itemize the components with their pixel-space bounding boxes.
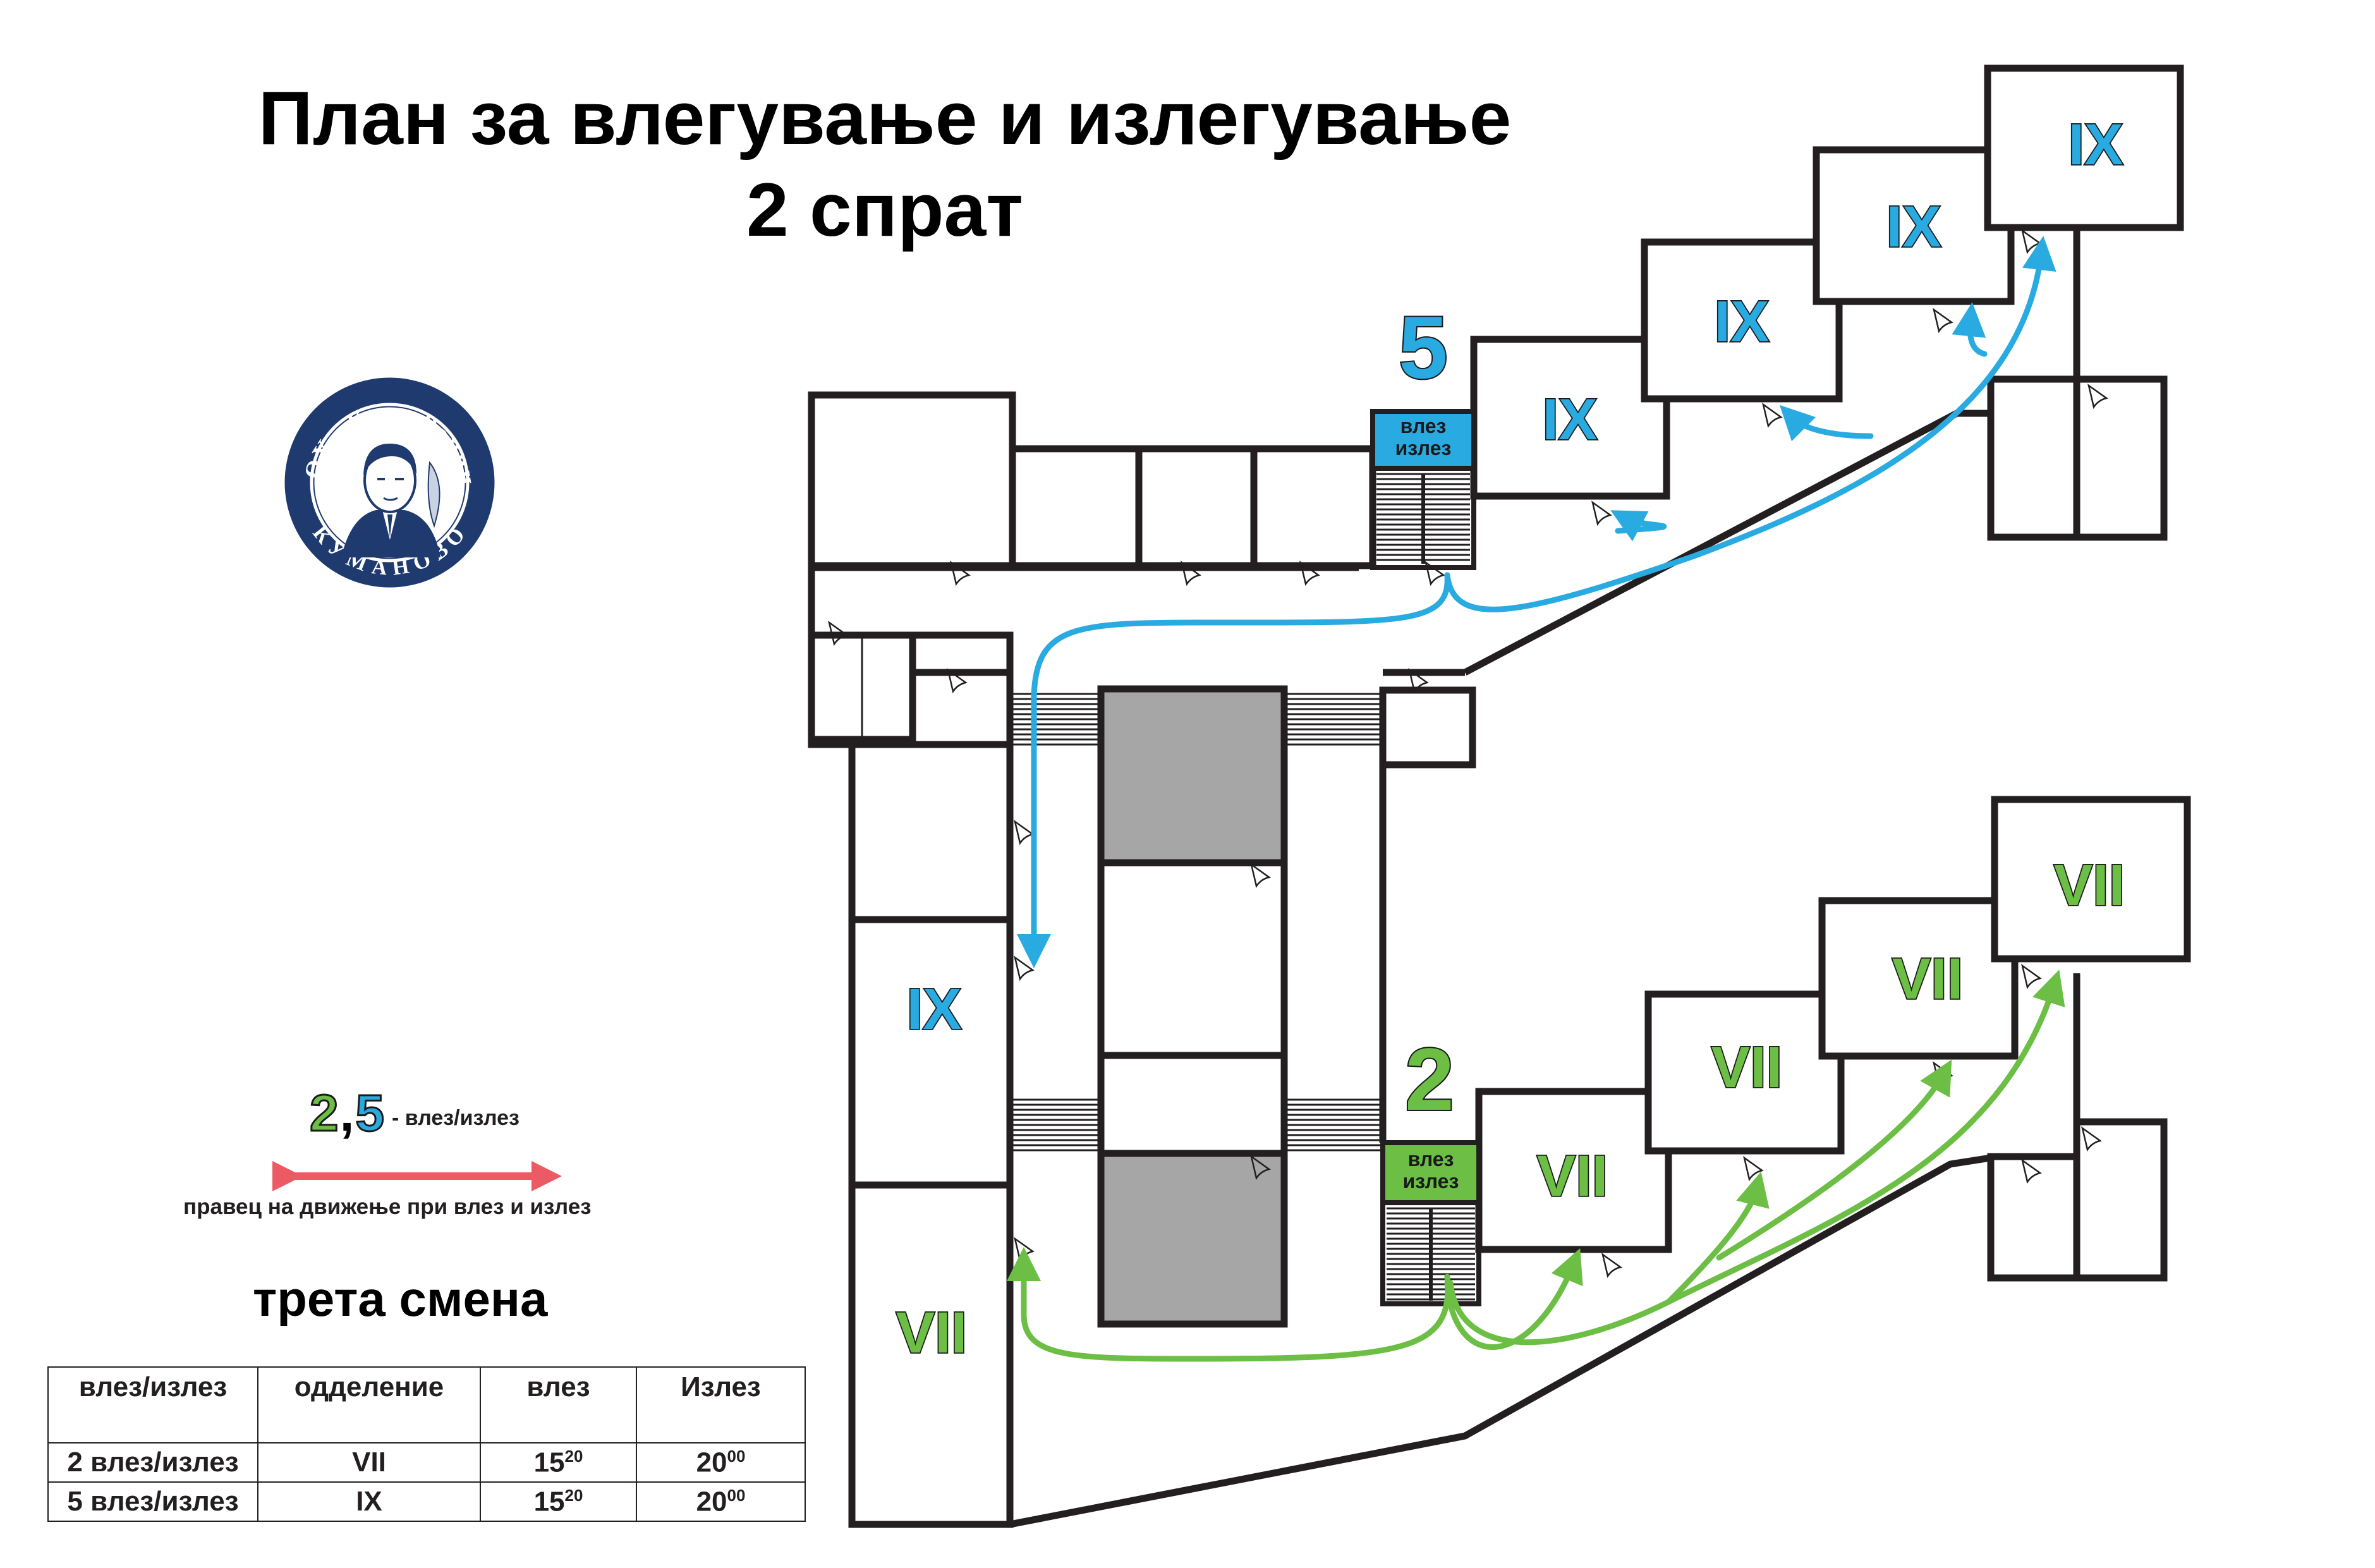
row-entry: 5 влез/излез <box>47 1481 258 1522</box>
room-label-vii-4: VII <box>2054 853 2125 918</box>
shift-heading: трета смена <box>253 1271 548 1327</box>
stairs-upper-left <box>1010 693 1101 746</box>
stairs-upper-right <box>1284 693 1383 746</box>
room-label-ix-1: IX <box>1543 387 1598 452</box>
legend-num-blue: 5 <box>355 1084 386 1143</box>
door-swing <box>1591 501 1612 526</box>
title-line-2: 2 спрат <box>746 167 1024 252</box>
door-swing <box>2021 964 2042 990</box>
school-logo: ООУ „Кочо Рацин“ КУМАНОВО <box>281 374 495 588</box>
door-swing <box>1601 1253 1622 1279</box>
middle-block <box>1097 685 1288 1328</box>
row-out-time: 2000 <box>636 1481 806 1522</box>
title-line-1: План за влегување и излегување <box>258 76 1512 161</box>
room-label-vii-2: VII <box>1711 1035 1782 1100</box>
portrait-icon <box>341 443 440 557</box>
door-swing <box>1250 863 1271 889</box>
door-swing <box>1408 668 1429 694</box>
entrance-5-line2: излез <box>1395 437 1452 459</box>
door-swing <box>1014 820 1035 846</box>
door-swing <box>1424 561 1445 586</box>
room-small-right <box>1379 686 1476 769</box>
row-grade: VII <box>257 1442 481 1483</box>
door-swing <box>1014 956 1035 982</box>
upper-left-rooms <box>808 391 1376 748</box>
room-label-ix-2: IX <box>1715 289 1770 354</box>
stairs-entrance-5 <box>1376 473 1470 564</box>
room-left-top <box>848 741 1014 923</box>
legend-num-green: 2 <box>309 1084 340 1143</box>
header-entry: влез/излез <box>47 1366 258 1443</box>
header-grade: одделение <box>257 1366 481 1443</box>
upper-classrooms <box>1470 64 2184 541</box>
door-swing <box>2087 384 2108 410</box>
row-grade: IX <box>257 1481 481 1522</box>
entrance-5-number: 5 <box>1399 298 1448 397</box>
room-labels: IX IX IX IX IX VII VII VII VII VII <box>895 111 2126 1366</box>
row-out-time: 2000 <box>636 1442 806 1483</box>
door-swing <box>1299 561 1320 586</box>
row-entry: 2 влез/излез <box>47 1442 258 1483</box>
blue-route-arrows <box>1017 236 2056 968</box>
legend-comma: , <box>339 1085 356 1142</box>
room-label-ix-4: IX <box>2068 112 2123 177</box>
door-swing <box>1250 1155 1271 1181</box>
door-swing <box>1933 308 1953 334</box>
entrance-5-line1: влез <box>1400 415 1447 437</box>
room-label-ix-3: IX <box>1886 195 1941 259</box>
stairs-lower-left <box>1010 1098 1101 1152</box>
room-label-vii-1: VII <box>1537 1144 1608 1208</box>
entrance-2[interactable]: влез излез <box>1380 1140 1481 1306</box>
door-swing <box>1743 1156 1764 1182</box>
table-row: 5 влез/излез IX 1520 2000 <box>47 1481 806 1522</box>
row-in-time: 1520 <box>480 1481 637 1522</box>
schedule-header-row: влез/излез одделение влез Излез <box>47 1366 806 1443</box>
header-out: Излез <box>636 1366 806 1443</box>
green-route-arrows <box>1007 969 2065 1362</box>
legend-entrance-numbers: 2,5 <box>309 1084 386 1143</box>
door-swing <box>1762 403 1783 428</box>
stairs-lower-right <box>1284 1098 1383 1152</box>
door-swing <box>2021 229 2042 255</box>
entrance-2-number: 2 <box>1405 1030 1454 1129</box>
room-label-left-ix: IX <box>907 977 962 1042</box>
room-label-left-vii: VII <box>896 1301 967 1365</box>
legend-direction-label: правец на движење при влез и излез <box>183 1194 592 1219</box>
row-in-time: 1520 <box>480 1442 637 1483</box>
schedule-table: влез/излез одделение влез Излез 2 влез/и… <box>47 1366 806 1522</box>
header-in: влез <box>480 1366 637 1443</box>
stairs-entrance-2 <box>1387 1207 1475 1301</box>
entrance-2-line2: излез <box>1403 1170 1459 1193</box>
entrance-5[interactable]: влез излез <box>1370 409 1476 570</box>
door-swing <box>2021 1158 2042 1184</box>
table-row: 2 влез/излез VII 1520 2000 <box>47 1442 806 1483</box>
page-title: План за влегување и излегување 2 спрат <box>95 73 1675 256</box>
room-left-ix <box>848 916 1014 1189</box>
door-swing <box>2081 1126 2102 1152</box>
room-label-vii-3: VII <box>1892 947 1963 1011</box>
legend-entry-label: - влез/излез <box>392 1106 519 1130</box>
door-swing <box>1181 561 1201 586</box>
door-swing <box>1014 1237 1035 1263</box>
door-swing <box>828 621 849 647</box>
door-swing <box>947 668 968 694</box>
entrance-2-line1: влез <box>1408 1148 1454 1170</box>
room-left-vii <box>848 1181 1014 1528</box>
door-swing <box>950 561 971 586</box>
